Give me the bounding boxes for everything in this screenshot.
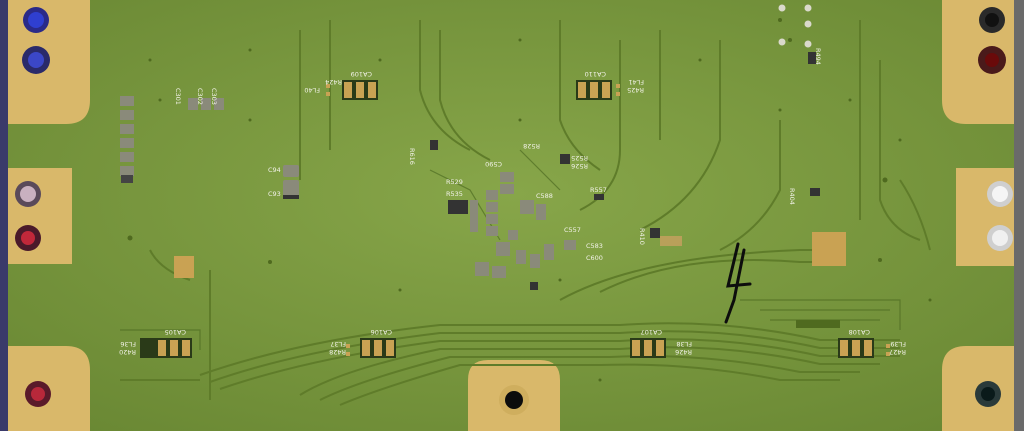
label-fl40: FL40 — [304, 86, 320, 94]
label-r427: R427 — [889, 348, 906, 356]
label-ca106: CA106 — [371, 328, 392, 336]
gold-pad-bottom-center — [468, 360, 560, 431]
label-r535: R535 — [446, 190, 463, 198]
label-ca110: CA110 — [585, 70, 606, 78]
label-r494: R494 — [814, 48, 822, 65]
right-background-strip — [1014, 0, 1024, 431]
label-ca105: CA105 — [165, 328, 186, 336]
label-r410: R410 — [638, 228, 646, 245]
component-ca110 — [576, 80, 612, 100]
label-c583: C583 — [586, 242, 603, 250]
capacitor-c93-c94 — [283, 165, 299, 199]
label-r426: R426 — [675, 348, 692, 356]
label-r528: R528 — [523, 142, 540, 150]
small-pads — [326, 84, 890, 356]
gold-test-pad-left — [174, 256, 194, 278]
vias — [127, 18, 932, 382]
label-c590: C590 — [485, 160, 502, 168]
gold-pad-bottom-right — [942, 346, 1014, 431]
label-ca107: CA107 — [641, 328, 662, 336]
label-fl39: FL39 — [890, 340, 906, 348]
label-c94: C94 — [268, 166, 281, 174]
label-ca109: CA109 — [351, 70, 372, 78]
gold-pad-bottom-left — [8, 346, 90, 431]
left-background-strip — [0, 0, 8, 431]
label-r557: R557 — [590, 186, 607, 194]
label-r425: R425 — [627, 86, 644, 94]
label-c600: C600 — [586, 254, 603, 262]
pad-strip — [796, 320, 840, 328]
label-fl37: FL37 — [330, 340, 346, 348]
gold-pad-mid-right — [956, 168, 1014, 266]
capacitor-row-c300 — [188, 98, 224, 110]
white-vias — [778, 4, 812, 48]
label-r428: R428 — [329, 348, 346, 356]
label-fl41: FL41 — [628, 78, 644, 86]
handwritten-marker-mark — [724, 242, 752, 324]
label-c301: C301 — [174, 88, 182, 105]
label-r424: R424 — [325, 78, 342, 86]
gold-pad-top-right — [942, 0, 1014, 124]
label-c588: C588 — [536, 192, 553, 200]
label-c93: C93 — [268, 190, 281, 198]
label-r616: R616 — [408, 148, 416, 165]
gold-test-pad-right — [812, 232, 846, 266]
component-ca106 — [360, 338, 396, 358]
label-c302: C302 — [196, 88, 204, 105]
gold-pad-mid-left — [8, 168, 72, 264]
label-c303: C303 — [210, 88, 218, 105]
label-fl38: FL38 — [676, 340, 692, 348]
label-c557: C557 — [564, 226, 581, 234]
gold-pad-top-left — [8, 0, 90, 124]
silkscreen-labels: CA109 CA110 FL40 R424 FL41 R425 C94 C93 … — [119, 48, 906, 356]
fine-traces — [120, 149, 901, 350]
label-r526: R526 — [571, 162, 588, 170]
label-fl36: FL36 — [120, 340, 136, 348]
component-ca105 — [140, 338, 192, 358]
label-r525: R525 — [571, 154, 588, 162]
central-component-cluster — [430, 52, 820, 290]
component-ca108 — [838, 338, 874, 358]
label-r404: R404 — [788, 188, 796, 205]
label-r420: R420 — [119, 348, 136, 356]
label-r529: R529 — [446, 178, 463, 186]
capacitor-column-left — [120, 96, 134, 183]
label-ca108: CA108 — [849, 328, 870, 336]
copper-traces — [120, 20, 931, 406]
component-ca109 — [342, 80, 378, 100]
